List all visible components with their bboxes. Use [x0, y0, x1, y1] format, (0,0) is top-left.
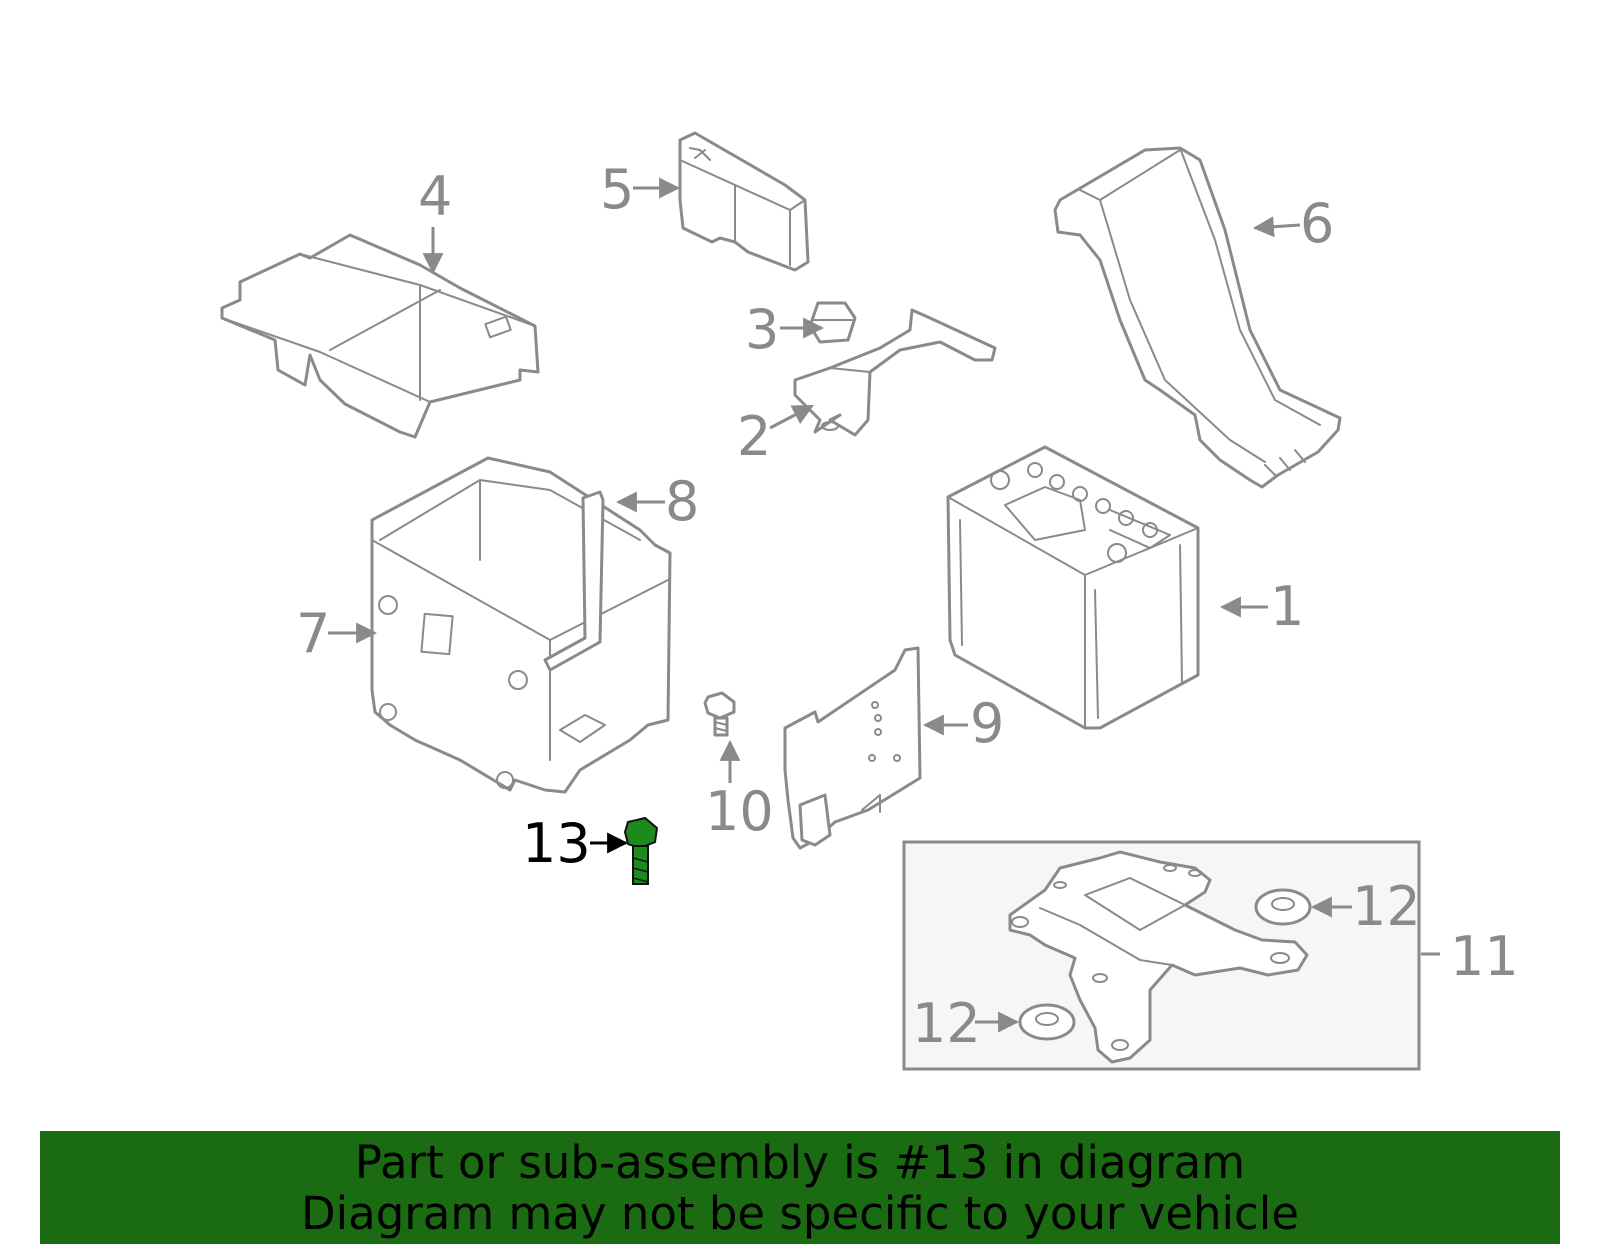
arrow-2	[769, 404, 814, 430]
part-12-washer-upper[interactable]	[1254, 888, 1312, 926]
callout-1: 1	[1270, 575, 1304, 638]
callout-13: 13	[522, 812, 591, 875]
callout-6: 6	[1300, 192, 1334, 255]
banner-line-1: Part or sub-assembly is #13 in diagram	[354, 1135, 1246, 1189]
part-13-bolt[interactable]	[623, 816, 659, 885]
part-1-battery[interactable]	[946, 445, 1200, 730]
part-4-battery-cover[interactable]	[220, 233, 540, 439]
part-11-mount-group[interactable]	[902, 840, 1440, 1071]
callout-11: 11	[1450, 925, 1519, 988]
part-9-plate[interactable]	[783, 646, 922, 850]
part-12-washer-lower[interactable]	[1018, 1003, 1076, 1041]
banner-line-2: Diagram may not be specific to your vehi…	[301, 1186, 1299, 1240]
part-8-tray-support[interactable]	[543, 490, 605, 672]
callout-8: 8	[665, 470, 699, 533]
callout-2: 2	[737, 405, 771, 468]
part-3-nut[interactable]	[808, 301, 857, 344]
callout-arrows	[328, 177, 1352, 1033]
callout-4: 4	[418, 165, 452, 228]
callout-12-upper: 12	[1352, 875, 1421, 938]
part-10-bolt[interactable]	[703, 691, 736, 737]
info-banner: Part or sub-assembly is #13 in diagram D…	[40, 1131, 1560, 1244]
part-5-fuse-cover[interactable]	[678, 131, 810, 272]
callout-10: 10	[705, 780, 774, 843]
arrow-6	[1252, 216, 1301, 238]
callout-3: 3	[745, 298, 779, 361]
part-7-battery-tray[interactable]	[370, 456, 672, 794]
callout-5: 5	[600, 158, 634, 221]
callout-9: 9	[970, 692, 1004, 755]
part-6-air-duct[interactable]	[1053, 146, 1342, 489]
callout-labels: 1 2 3 4 5 6 7 8 9 10 11 12 12 13	[296, 158, 1519, 1055]
part-2-bracket[interactable]	[793, 308, 997, 437]
callout-7: 7	[296, 602, 330, 665]
callout-12-lower: 12	[912, 992, 981, 1055]
